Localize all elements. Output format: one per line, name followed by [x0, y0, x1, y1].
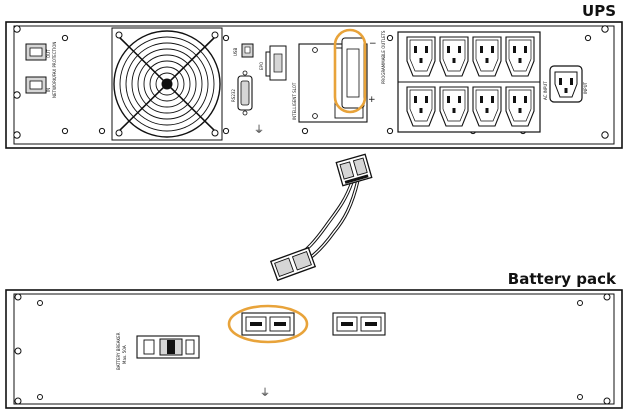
screw-icon [211, 31, 219, 39]
screw-icon [13, 25, 21, 33]
screw-icon [61, 127, 69, 135]
ac-outlet-icon [439, 36, 469, 77]
screw-icon [37, 300, 43, 306]
battery-breaker: BATTERY BREAKER Max. 50A [116, 332, 200, 370]
screw-icon [115, 129, 123, 137]
cooling-fan [111, 27, 223, 141]
network-protection-label: NETWORK/FAX PROTECTION [52, 42, 57, 98]
ups-connector-highlight [333, 28, 367, 114]
usb-label: USB [233, 48, 238, 56]
screw-icon [577, 394, 583, 400]
screw-icon [61, 34, 69, 42]
screw-icon [312, 47, 318, 53]
screw-icon [14, 347, 22, 355]
epo-connector: EPO [259, 45, 287, 81]
screw-icon [13, 91, 21, 99]
screw-icon [98, 127, 106, 135]
network-port-in-label: IN [46, 88, 51, 92]
programmable-outlets: PROGRAMMABLE OUTLETS [381, 30, 541, 133]
screw-icon [386, 127, 394, 135]
ups-terminal-plus: + [368, 95, 376, 105]
screw-icon [584, 34, 592, 42]
cable-plug-ups-end [335, 153, 373, 187]
ups-heading: UPS [582, 2, 616, 20]
ups-ground-icon: ⏚ [254, 124, 264, 136]
screw-icon [242, 110, 248, 116]
rs232-port: RS232 [231, 70, 253, 116]
screw-icon [577, 300, 583, 306]
battery-output-connector [227, 304, 309, 344]
battery-pack-heading: Battery pack [507, 270, 616, 288]
ups-screws [13, 25, 609, 139]
rs232-label: RS232 [231, 89, 236, 102]
screw-icon [601, 131, 609, 139]
screw-icon [211, 129, 219, 137]
ups-battery-connector: − + [333, 28, 377, 114]
battery-rear-panel [13, 293, 615, 405]
battery-breaker-label: BATTERY BREAKER [116, 332, 121, 370]
intelligent-slot-label: INTELLIGENT SLOT [292, 82, 297, 120]
screw-icon [222, 127, 230, 135]
screw-icon [603, 397, 611, 405]
ac-outlet-icon [439, 86, 469, 127]
screw-icon [312, 113, 318, 119]
ac-input-inlet: AC INPUT INPUT [543, 65, 588, 103]
network-fax-ports: OUT IN NETWORK/FAX PROTECTION [25, 42, 57, 98]
screw-icon [301, 127, 309, 135]
breaker-switch-icon [167, 340, 175, 354]
screw-icon [386, 34, 394, 42]
battery-connector-highlight [227, 304, 309, 344]
ac-outlet-icon [406, 36, 436, 77]
battery-expansion-connector [332, 312, 386, 336]
battery-ground-icon: ⏚ [260, 387, 270, 399]
ac-input-label: AC INPUT [543, 81, 548, 100]
battery-cable [269, 153, 373, 282]
screw-icon [14, 397, 22, 405]
screw-icon [222, 34, 230, 42]
ac-outlet-icon [472, 36, 502, 77]
cable-plug-battery-end [269, 246, 317, 282]
screw-icon [242, 70, 248, 76]
ups-unit: OUT IN NETWORK/FAX PROTECTION [5, 21, 623, 149]
screw-icon [603, 293, 611, 301]
ac-outlet-icon [406, 86, 436, 127]
screw-icon [115, 31, 123, 39]
ac-outlet-icon [505, 36, 535, 77]
ac-outlet-icon [472, 86, 502, 127]
ups-terminal-minus: − [369, 39, 377, 49]
battery-screws [14, 293, 611, 405]
programmable-outlets-label: PROGRAMMABLE OUTLETS [381, 30, 386, 84]
screw-icon [14, 293, 22, 301]
ac-outlet-icon [505, 86, 535, 127]
battery-pack-unit: BATTERY BREAKER Max. 50A ⏚ [5, 289, 623, 409]
screw-icon [13, 131, 21, 139]
epo-label: EPO [259, 62, 264, 70]
screw-icon [601, 25, 609, 33]
network-port-out-label: OUT [46, 49, 51, 58]
screw-icon [37, 394, 43, 400]
input-label: INPUT [583, 81, 588, 94]
battery-breaker-rating: Max. 50A [122, 345, 127, 364]
usb-port: USB [233, 43, 254, 58]
